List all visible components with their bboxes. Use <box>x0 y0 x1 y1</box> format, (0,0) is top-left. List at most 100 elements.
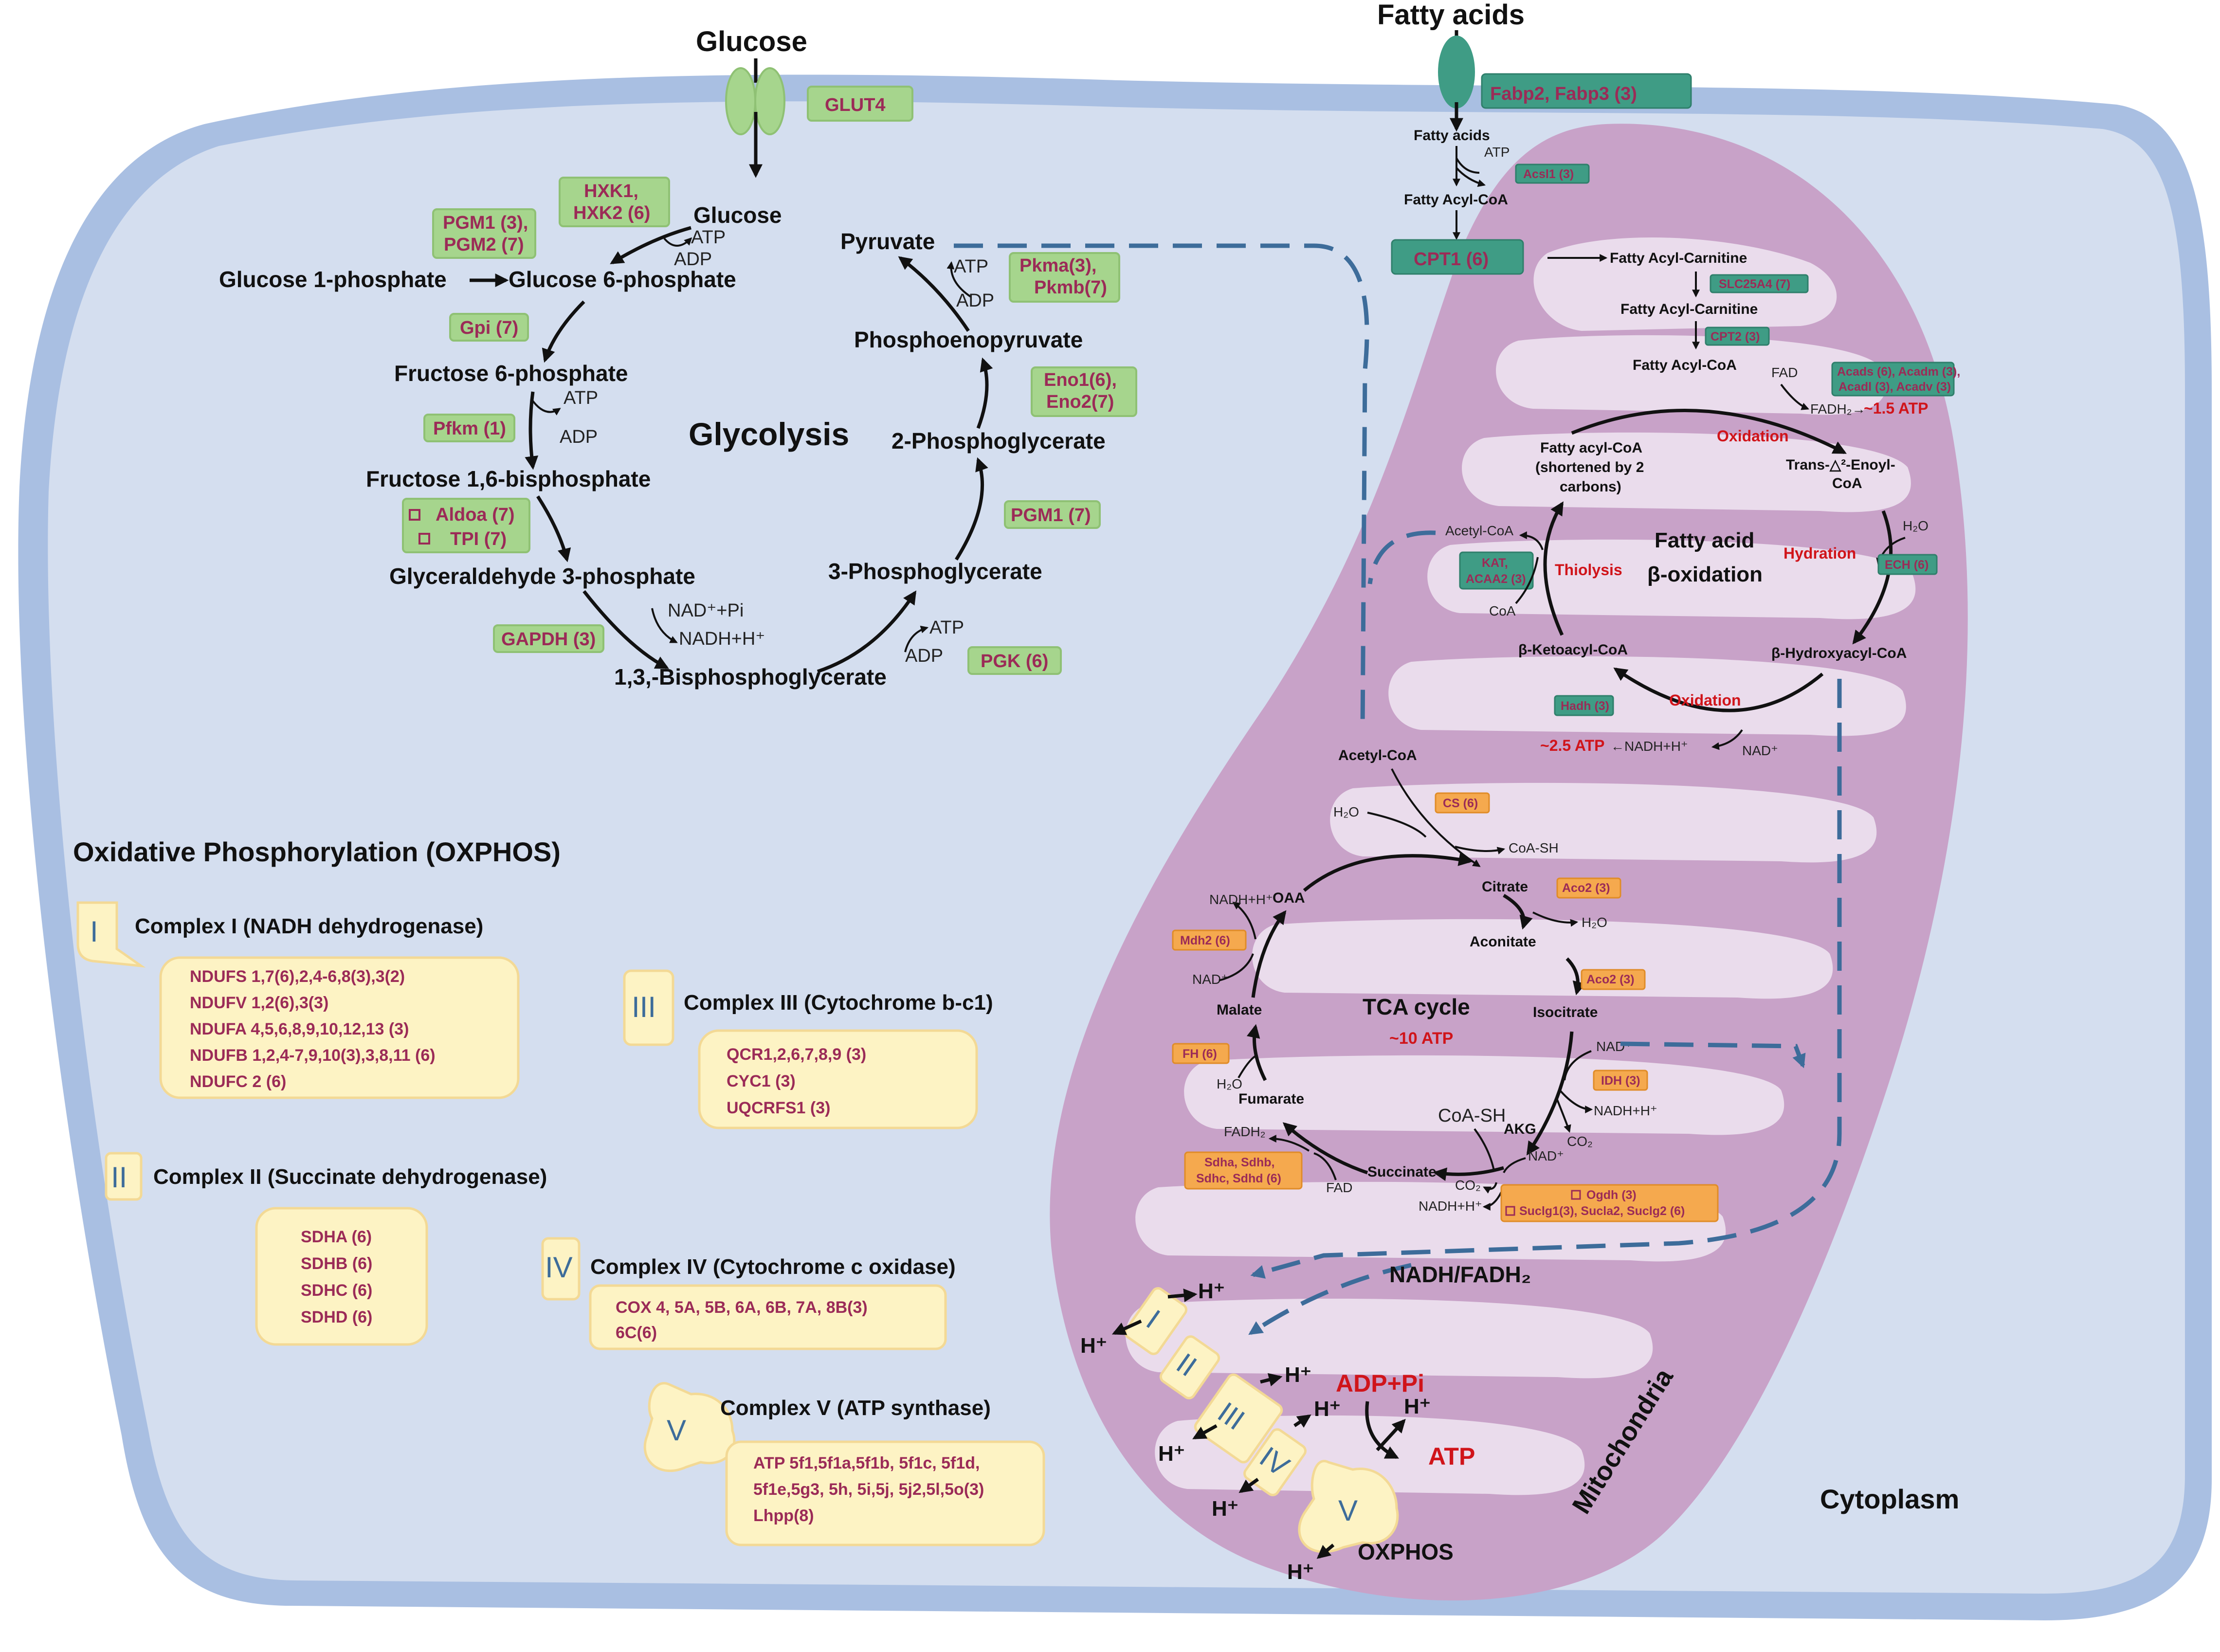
succinate: Succinate <box>1367 1164 1437 1180</box>
fructose-6-phosphate: Fructose 6-phosphate <box>394 361 628 386</box>
hxk-adp: ADP <box>674 249 712 270</box>
tca-nadh-c: NADH+H⁺ <box>1209 892 1273 907</box>
tca-fad: FAD <box>1326 1180 1352 1195</box>
complex-iv-gene-2: 6C(6) <box>616 1324 657 1342</box>
enzyme-aldoa-tpi: Aldoa (7) TPI (7) <box>402 498 530 553</box>
ech-label: ECH (6) <box>1885 558 1929 572</box>
aco2-b-label: Aco2 (3) <box>1586 973 1635 986</box>
etc-numeral-v: V <box>1338 1494 1358 1527</box>
enzyme-pk: Pkma(3), Pkmb(7) <box>1009 252 1120 303</box>
2-phosphoglycerate: 2-Phosphoglycerate <box>892 428 1106 454</box>
shortened-line-2: (shortened by 2 <box>1535 459 1644 475</box>
fao-atp-2-5: ~2.5 ATP <box>1540 737 1605 754</box>
fao-acetyl-coa-dash <box>1367 530 1436 584</box>
complex-iv-item: IV Complex IV (Cytochrome c oxidase) COX… <box>541 1237 956 1350</box>
enzyme-eno: Eno1(6), Eno2(7) <box>1031 366 1137 417</box>
acad-line-2: Acadl (3), Acadv (3) <box>1838 380 1951 394</box>
pgm-line-1: PGM1 (3), <box>443 213 528 233</box>
enzyme-hxk: HXK1, HXK2 (6) <box>559 177 670 227</box>
oxidation-2-label: Oxidation <box>1669 691 1741 709</box>
eno-line-2: Eno2(7) <box>1046 392 1114 412</box>
fatty-acids-input-label: Fatty acids <box>1377 0 1525 31</box>
eno-line-1: Eno1(6), <box>1044 370 1117 390</box>
enzyme-pgk: PGK (6) <box>967 646 1062 675</box>
cs-label: CS (6) <box>1443 797 1478 810</box>
trans-enoyl-line-2: CoA <box>1832 475 1862 491</box>
tca-nad-a: NAD⁺ <box>1596 1039 1632 1054</box>
hplus-2: H⁺ <box>1080 1334 1107 1358</box>
fao-title-1: Fatty acid <box>1655 528 1754 552</box>
acsl-atp: ATP <box>1484 145 1510 160</box>
hplus-1: H⁺ <box>1198 1279 1225 1303</box>
oxphos-title: Oxidative Phosphorylation (OXPHOS) <box>73 836 561 867</box>
etc-complex-iii: III <box>1194 1373 1283 1464</box>
glut4-channel-right <box>754 67 785 135</box>
acad-line-1: Acads (6), Acadm (3), <box>1837 365 1960 379</box>
glycolysis-title: Glycolysis <box>689 416 849 452</box>
fao-nad: NAD⁺ <box>1742 743 1778 758</box>
tca-nadh-b: NADH+H⁺ <box>1419 1198 1482 1214</box>
fructose-1-6-bisphosphate: Fructose 1,6-bisphosphate <box>366 466 651 491</box>
tca-nadh-a: NADH+H⁺ <box>1594 1103 1657 1118</box>
pfk-adp: ADP <box>560 427 598 447</box>
glucose-6-phosphate: Glucose 6-phosphate <box>509 267 736 292</box>
acyl-coa-2: Fatty Acyl-CoA <box>1633 357 1737 373</box>
aco2-a-label: Aco2 (3) <box>1562 881 1610 895</box>
enzyme-pgm: PGM1 (3), PGM2 (7) <box>432 208 536 259</box>
hplus-5: H⁺ <box>1314 1397 1341 1421</box>
adp-pi-label: ADP+Pi <box>1336 1370 1424 1397</box>
etc-complex-i: I <box>1124 1287 1187 1355</box>
slc25a4-label: SLC25A4 (7) <box>1719 277 1790 291</box>
complex-iii-numeral: III <box>632 991 656 1023</box>
complex-ii-gene-4: SDHD (6) <box>301 1308 372 1326</box>
sucl-label: Suclg1(3), Sucla2, Suclg2 (6) <box>1519 1204 1685 1218</box>
glucose-metabolite: Glucose <box>693 202 782 228</box>
ketoacyl-coa: β-Ketoacyl-CoA <box>1518 642 1628 658</box>
pfkm-label: Pfkm (1) <box>433 418 506 439</box>
tca-nad-b: NAD⁺ <box>1528 1148 1564 1163</box>
complex-iv-name: Complex IV (Cytochrome c oxidase) <box>590 1255 956 1279</box>
shortened-line-1: Fatty acyl-CoA <box>1540 440 1642 456</box>
aconitate: Aconitate <box>1470 934 1536 950</box>
complex-ii-item: II Complex II (Succinate dehydrogenase) … <box>105 1152 547 1346</box>
fatty-acid-oxidation: Fatty acids ATP Acsl1 (3) Fatty Acyl-CoA… <box>1391 127 1960 758</box>
fao-atp-1-5: ~1.5 ATP <box>1864 399 1929 417</box>
complex-i-gene-4: NDUFB 1,2,4-7,9,10(3),3,8,11 (6) <box>190 1046 436 1065</box>
pk-line-2: Pkmb(7) <box>1034 277 1107 298</box>
fao-coa: CoA <box>1489 603 1516 618</box>
hydration-label: Hydration <box>1783 545 1856 562</box>
glut4-label: GLUT4 <box>825 95 886 115</box>
3-phosphoglycerate: 3-Phosphoglycerate <box>828 559 1042 584</box>
fao-fatty-acids: Fatty acids <box>1414 127 1490 144</box>
oxphos-legend: Oxidative Phosphorylation (OXPHOS) I Com… <box>73 836 1045 1546</box>
complex-i-gene-3: NDUFA 4,5,6,8,9,10,12,13 (3) <box>190 1020 409 1038</box>
hadh-label: Hadh (3) <box>1561 699 1609 713</box>
complex-i-gene-2: NDUFV 1,2(6),3(3) <box>190 994 328 1012</box>
mdh2-label: Mdh2 (6) <box>1180 934 1230 947</box>
complex-v-gene-1: ATP 5f1,5f1a,5f1b, 5f1c, 5f1d, <box>753 1454 980 1472</box>
electron-transport-chain: I II III IV V H⁺ H⁺ H⁺ H⁺ H⁺ H⁺ H⁺ <box>1080 1279 1475 1584</box>
tca-fadh2: FADH₂ <box>1224 1124 1266 1139</box>
pyruvate: Pyruvate <box>840 229 935 254</box>
tca-h2o-a: H₂O <box>1333 804 1359 819</box>
enzyme-gpi: Gpi (7) <box>449 313 529 342</box>
enzyme-gapdh: GAPDH (3) <box>493 624 604 653</box>
complex-ii-gene-1: SDHA (6) <box>301 1228 372 1246</box>
tca-to-oxphos-dash <box>1248 1263 1412 1335</box>
gapdh-label: GAPDH (3) <box>501 629 596 650</box>
enzyme-pfkm: Pfkm (1) <box>423 414 515 442</box>
pgm-line-2: PGM2 (7) <box>444 235 524 255</box>
tca-coa-sh-b: CoA-SH <box>1438 1106 1506 1126</box>
complex-iii-gene-2: CYC1 (3) <box>727 1072 796 1090</box>
oxidation-1-label: Oxidation <box>1717 427 1789 445</box>
complex-ii-gene-3: SDHC (6) <box>301 1281 372 1300</box>
complex-v-item: V Complex V (ATP synthase) ATP 5f1,5f1a,… <box>643 1382 1045 1546</box>
complex-iii-gene-3: UQCRFS1 (3) <box>727 1099 830 1117</box>
gapdh-nadh: NADH+H⁺ <box>679 629 765 649</box>
complex-i-gene-1: NDUFS 1,7(6),2,4-6,8(3),3(2) <box>190 967 405 986</box>
etc-atp-label: ATP <box>1428 1443 1475 1470</box>
complex-i-gene-5: NDUFC 2 (6) <box>190 1072 286 1091</box>
fabp-label: Fabp2, Fabp3 (3) <box>1490 84 1637 104</box>
complex-ii-name: Complex II (Succinate dehydrogenase) <box>153 1165 547 1189</box>
oaa: OAA <box>1273 890 1305 906</box>
